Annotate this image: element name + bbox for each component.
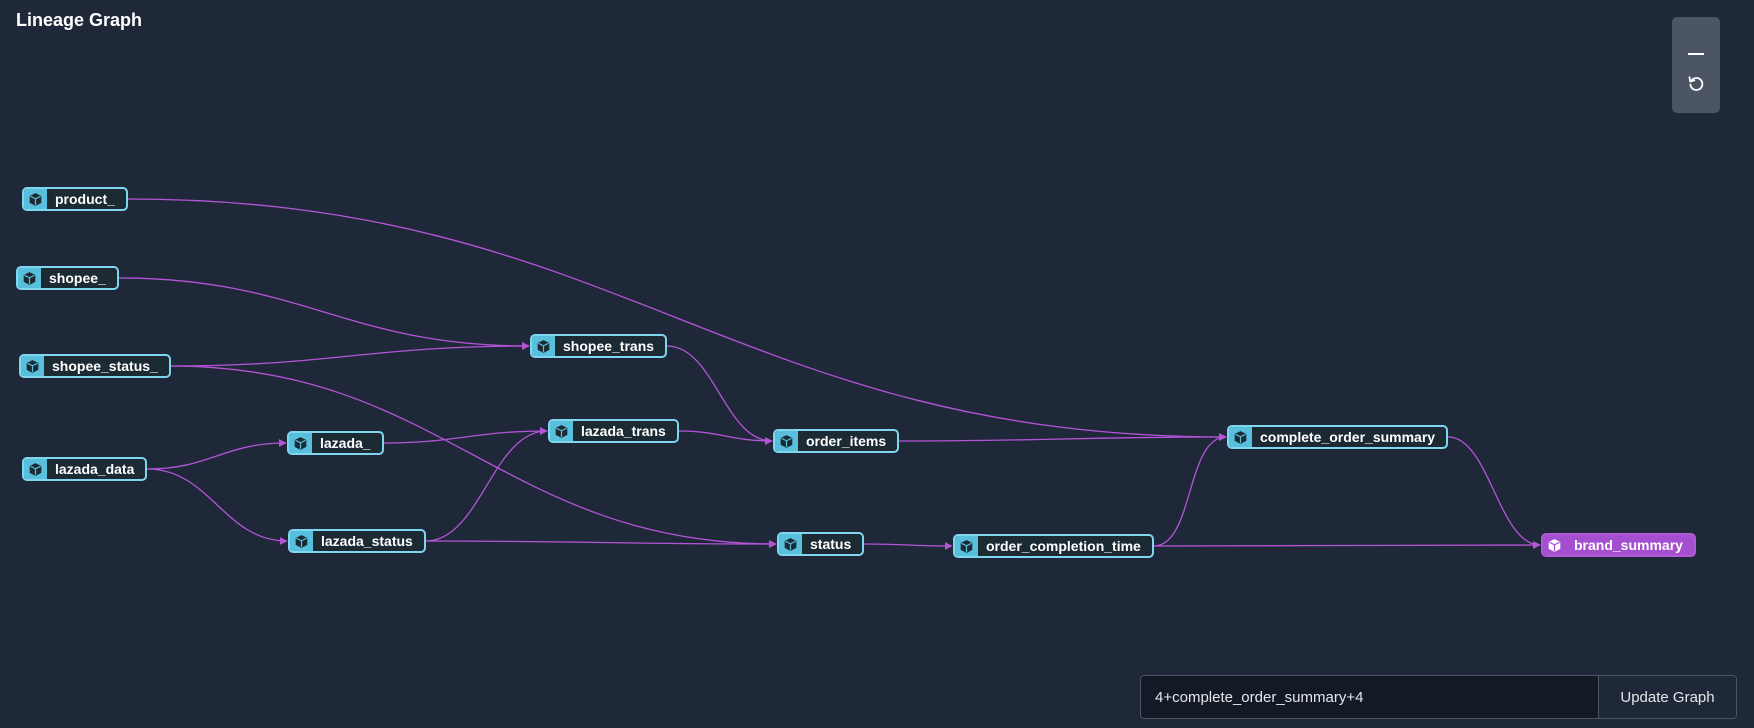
cube-icon xyxy=(550,421,573,441)
cube-icon xyxy=(775,431,798,451)
node-label: lazada_trans xyxy=(581,423,666,439)
node-brand-summary[interactable]: brand_summary xyxy=(1541,533,1696,557)
cube-icon xyxy=(955,536,978,556)
node-shopee[interactable]: shopee_ xyxy=(16,266,119,290)
edge-lazada_status-to-status xyxy=(425,540,777,548)
node-label: lazada_status xyxy=(321,533,413,549)
node-label: order_completion_time xyxy=(986,538,1141,554)
update-graph-button[interactable]: Update Graph xyxy=(1599,676,1736,718)
edge-shopee-to-shopee_trans xyxy=(118,277,530,350)
cube-icon xyxy=(1543,535,1566,555)
minus-icon xyxy=(1688,43,1704,61)
edge-status-to-order_completion_time xyxy=(864,542,953,550)
node-label: lazada_ xyxy=(320,435,371,451)
cube-icon xyxy=(290,531,313,551)
zoom-controls xyxy=(1672,17,1720,113)
graph-query-input[interactable] xyxy=(1141,676,1599,718)
node-label: product_ xyxy=(55,191,115,207)
cube-icon xyxy=(24,459,47,479)
edge-order_completion_time-to-complete_order_summary xyxy=(1153,433,1227,547)
node-order-items[interactable]: order_items xyxy=(773,429,900,453)
edge-lazada_trans-to-order_items xyxy=(678,430,773,445)
node-label: complete_order_summary xyxy=(1260,429,1436,445)
edge-lazada_data-to-lazada xyxy=(147,439,287,470)
edge-shopee_trans-to-order_items xyxy=(667,345,773,445)
cube-icon xyxy=(1229,427,1252,447)
reset-icon xyxy=(1687,74,1705,97)
node-label: order_items xyxy=(806,433,887,449)
cube-icon xyxy=(21,356,44,376)
node-lazada-data[interactable]: lazada_data xyxy=(22,457,148,481)
node-lazada-trans[interactable]: lazada_trans xyxy=(548,419,679,443)
node-label: shopee_status_ xyxy=(52,358,158,374)
reset-view-button[interactable] xyxy=(1672,65,1720,105)
edge-complete_order_summary-to-brand_summary xyxy=(1448,436,1541,549)
node-label: shopee_ xyxy=(49,270,106,286)
edge-shopee_status-to-shopee_trans xyxy=(170,342,530,367)
node-complete-order-summary[interactable]: complete_order_summary xyxy=(1227,425,1449,449)
node-label: status xyxy=(810,536,852,552)
cube-icon xyxy=(24,189,47,209)
node-shopee-trans[interactable]: shopee_trans xyxy=(530,334,668,358)
edge-order_items-to-complete_order_summary xyxy=(899,433,1227,442)
cube-icon xyxy=(532,336,555,356)
page-title: Lineage Graph xyxy=(16,10,143,30)
graph-query-bar: Update Graph xyxy=(1140,675,1737,719)
edge-shopee_status-to-status xyxy=(170,365,777,548)
edge-product-to-complete_order_summary xyxy=(127,198,1227,441)
node-label: lazada_data xyxy=(55,461,135,477)
node-order-completion-time[interactable]: order_completion_time xyxy=(953,534,1154,558)
cube-icon xyxy=(779,534,802,554)
edge-lazada-to-lazada_trans xyxy=(383,427,548,444)
node-label: brand_summary xyxy=(1574,537,1683,553)
node-shopee-status[interactable]: shopee_status_ xyxy=(19,354,171,378)
node-product[interactable]: product_ xyxy=(22,187,128,211)
edge-lazada_status-to-lazada_trans xyxy=(425,427,548,542)
node-lazada-status[interactable]: lazada_status xyxy=(288,529,426,553)
edge-order_completion_time-to-brand_summary xyxy=(1153,541,1541,549)
node-status[interactable]: status xyxy=(777,532,865,556)
cube-icon xyxy=(18,268,41,288)
node-lazada[interactable]: lazada_ xyxy=(287,431,384,455)
zoom-out-button[interactable] xyxy=(1672,32,1720,72)
node-label: shopee_trans xyxy=(563,338,655,354)
cube-icon xyxy=(289,433,312,453)
edge-lazada_data-to-lazada_status xyxy=(147,468,288,545)
